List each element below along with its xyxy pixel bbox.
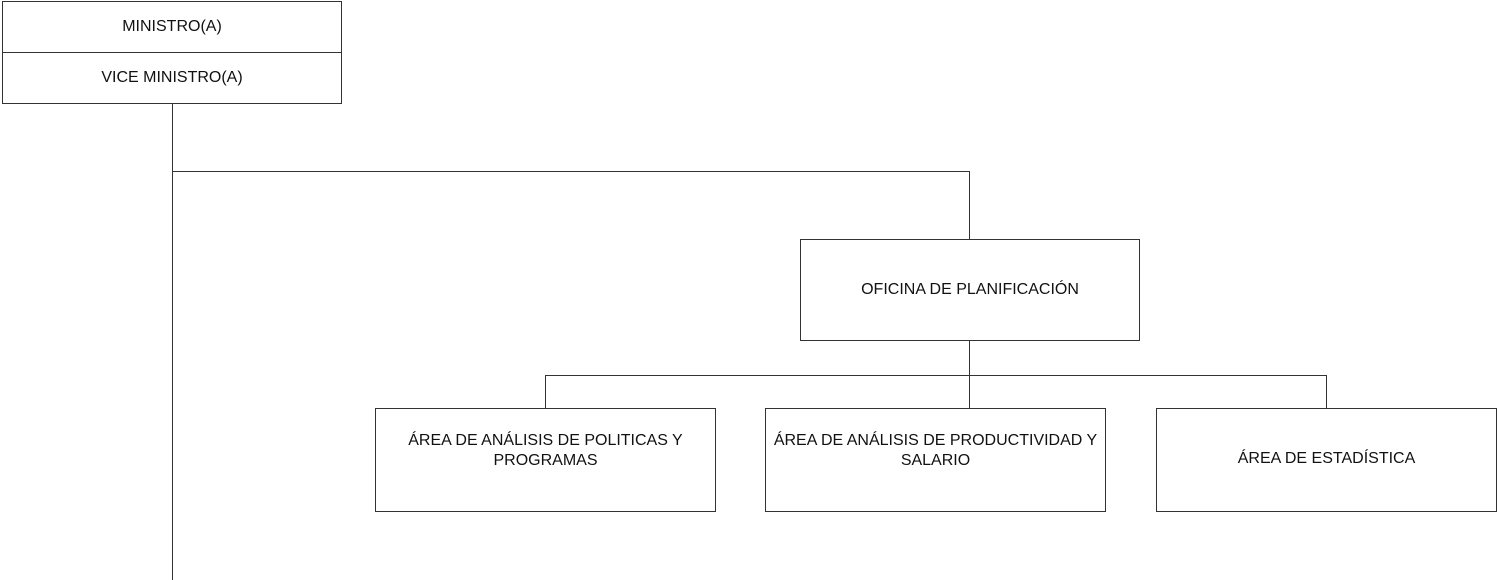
node-area-politicas-label: ÁREA DE ANÁLISIS DE POLITICAS Y PROGRAMA… xyxy=(408,432,683,469)
node-area-estadistica-label: ÁREA DE ESTADÍSTICA xyxy=(1237,450,1416,467)
node-area-productividad-label: ÁREA DE ANÁLISIS DE PRODUCTIVIDAD Y SALA… xyxy=(773,432,1098,469)
node-oficina-planificacion: OFICINA DE PLANIFICACIÓN xyxy=(800,239,1140,341)
node-ministro: MINISTRO(A) xyxy=(2,1,342,53)
node-vice-ministro-label: VICE MINISTRO(A) xyxy=(101,69,243,86)
connector-area-politicas xyxy=(545,375,546,409)
node-ministro-label: MINISTRO(A) xyxy=(122,18,222,35)
connector-to-oficina-horizontal xyxy=(172,171,970,172)
connector-areas-horizontal xyxy=(545,375,1327,376)
connector-oficina-down xyxy=(969,340,970,409)
node-area-estadistica: ÁREA DE ESTADÍSTICA xyxy=(1156,408,1497,512)
node-area-productividad: ÁREA DE ANÁLISIS DE PRODUCTIVIDAD Y SALA… xyxy=(765,408,1106,512)
connector-area-estadistica xyxy=(1326,375,1327,409)
node-oficina-planificacion-label: OFICINA DE PLANIFICACIÓN xyxy=(861,281,1079,298)
connector-main-vertical xyxy=(172,102,173,580)
node-vice-ministro: VICE MINISTRO(A) xyxy=(2,52,342,104)
node-area-politicas: ÁREA DE ANÁLISIS DE POLITICAS Y PROGRAMA… xyxy=(375,408,716,512)
connector-to-oficina-vertical xyxy=(969,171,970,240)
